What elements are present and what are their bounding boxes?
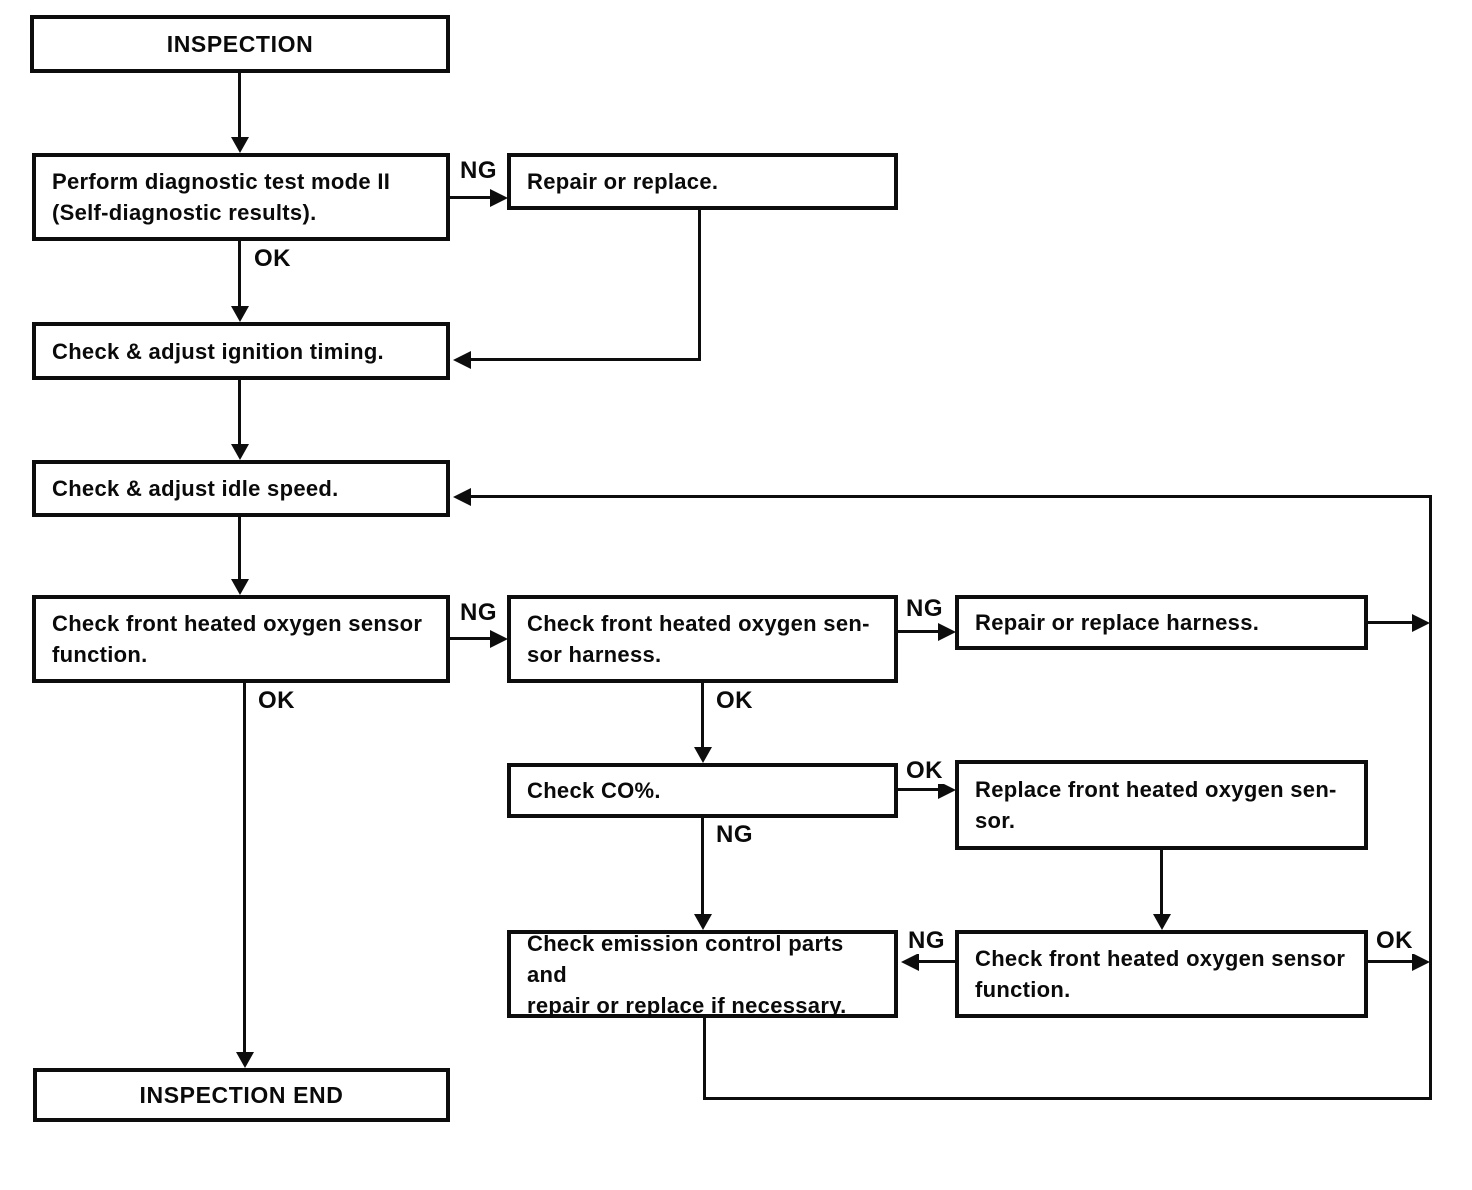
arrowhead-right-icon bbox=[490, 630, 508, 648]
connector-o2function-ng bbox=[450, 637, 490, 640]
node-check-ignition-timing: Check & adjust ignition timing. bbox=[32, 322, 450, 380]
edge-label-ok: OK bbox=[1374, 927, 1415, 954]
connector-repairharness-to-rail bbox=[1368, 621, 1412, 624]
edge-label-ng: NG bbox=[714, 821, 755, 848]
node-repair-or-replace-harness: Repair or replace harness. bbox=[955, 595, 1368, 650]
edge-label-ng: NG bbox=[906, 927, 947, 954]
connector-replace-to-o2function2 bbox=[1160, 850, 1163, 914]
connector-o2function2-ng bbox=[919, 960, 958, 963]
connector-harness-ng bbox=[898, 630, 938, 633]
arrowhead-left-icon bbox=[453, 488, 471, 506]
node-check-o2-sensor-function-1: Check front heated oxygen sensor functio… bbox=[32, 595, 450, 683]
connector-repair-to-ignition bbox=[471, 358, 701, 361]
edge-label-ok: OK bbox=[904, 757, 945, 784]
arrowhead-right-icon bbox=[938, 623, 956, 641]
arrowhead-right-icon bbox=[490, 189, 508, 207]
arrowhead-down-icon bbox=[694, 747, 712, 763]
connector-emission-down bbox=[703, 1018, 706, 1100]
connector-loop-bottom bbox=[703, 1097, 1432, 1100]
node-check-emission-control-parts: Check emission control parts and repair … bbox=[507, 930, 898, 1018]
arrowhead-left-icon bbox=[453, 351, 471, 369]
connector-o2function2-ok bbox=[1368, 960, 1412, 963]
connector-co-ok bbox=[898, 788, 938, 791]
arrowhead-down-icon bbox=[231, 137, 249, 153]
arrowhead-left-icon bbox=[901, 953, 919, 971]
connector-right-rail bbox=[1429, 495, 1432, 1100]
node-check-idle-speed: Check & adjust idle speed. bbox=[32, 460, 450, 517]
edge-label-ok: OK bbox=[252, 245, 293, 272]
node-replace-o2-sensor: Replace front heated oxygen sen- sor. bbox=[955, 760, 1368, 850]
edge-label-ok: OK bbox=[256, 687, 297, 714]
arrowhead-down-icon bbox=[236, 1052, 254, 1068]
node-inspection-end: INSPECTION END bbox=[33, 1068, 450, 1122]
arrowhead-right-icon bbox=[1412, 953, 1430, 971]
arrowhead-down-icon bbox=[694, 914, 712, 930]
node-inspection: INSPECTION bbox=[30, 15, 450, 73]
connector-diag-ng bbox=[450, 196, 490, 199]
connector-loop-top bbox=[471, 495, 1432, 498]
node-check-co-percent: Check CO%. bbox=[507, 763, 898, 818]
arrowhead-right-icon bbox=[1412, 614, 1430, 632]
edge-label-ng: NG bbox=[458, 157, 499, 184]
edge-label-ok: OK bbox=[714, 687, 755, 714]
edge-label-ng: NG bbox=[904, 595, 945, 622]
connector-o2function-ok bbox=[243, 683, 246, 1052]
arrowhead-right-icon bbox=[938, 781, 956, 799]
connector-diag-ok bbox=[238, 241, 241, 306]
connector-co-ng bbox=[701, 818, 704, 914]
connector-inspection-to-diag bbox=[238, 73, 241, 137]
connector-idle-to-o2function bbox=[238, 517, 241, 579]
node-check-o2-sensor-function-2: Check front heated oxygen sensor functio… bbox=[955, 930, 1368, 1018]
connector-ignition-to-idle bbox=[238, 380, 241, 444]
arrowhead-down-icon bbox=[231, 444, 249, 460]
node-perform-diagnostic-test: Perform diagnostic test mode II (Self-di… bbox=[32, 153, 450, 241]
node-check-o2-sensor-harness: Check front heated oxygen sen- sor harne… bbox=[507, 595, 898, 683]
node-repair-or-replace: Repair or replace. bbox=[507, 153, 898, 210]
edge-label-ng: NG bbox=[458, 599, 499, 626]
arrowhead-down-icon bbox=[231, 306, 249, 322]
arrowhead-down-icon bbox=[231, 579, 249, 595]
arrowhead-down-icon bbox=[1153, 914, 1171, 930]
connector-harness-ok bbox=[701, 683, 704, 747]
connector-repair-down bbox=[698, 210, 701, 360]
